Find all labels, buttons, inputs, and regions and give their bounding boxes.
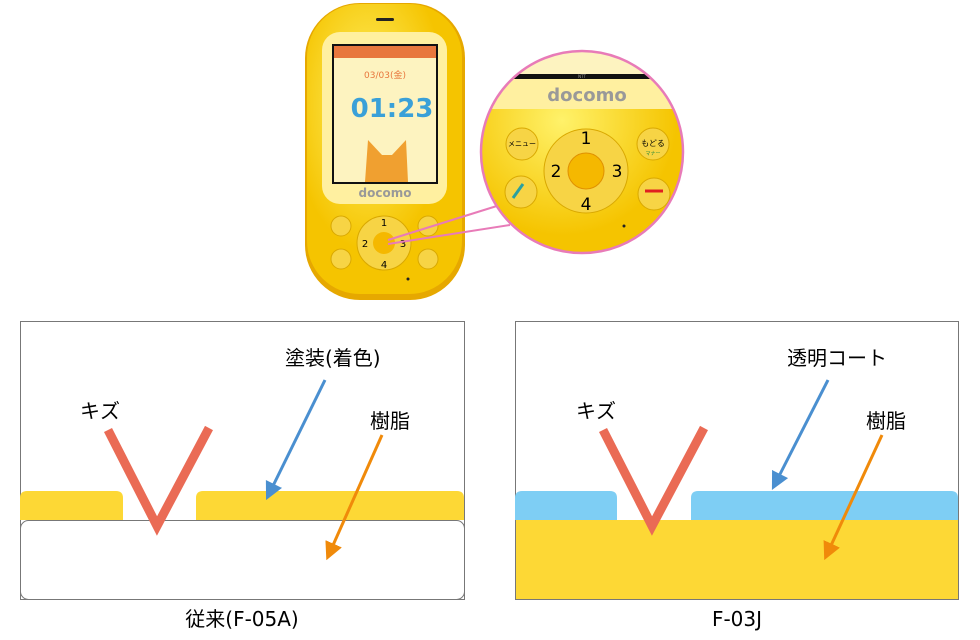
phone-keys-k1: 1 xyxy=(581,129,592,149)
callout-brand-logo: docomo xyxy=(547,85,626,106)
screen-time: 01:23 xyxy=(351,94,434,124)
phone-keys-manner: マナー xyxy=(645,151,660,157)
phone-keys-k2: 2 xyxy=(551,162,562,182)
scratch-label: キズ xyxy=(80,399,120,423)
coat-arrow xyxy=(771,379,830,491)
back-key: もどる xyxy=(641,139,665,148)
phone-keys-k3: 3 xyxy=(612,162,623,182)
phone-keys-k2: 2 xyxy=(362,239,368,250)
scratch-mark xyxy=(103,425,213,536)
menu-key: メニュー xyxy=(508,140,536,148)
scratch-label: キズ xyxy=(576,399,616,423)
phone-brand-logo: docomo xyxy=(359,186,412,200)
conventional-panel: 塗装(着色) キズ 樹脂 xyxy=(20,321,465,600)
caption-conventional: 従来(F-05A) xyxy=(185,607,298,631)
call-key xyxy=(504,175,538,209)
caption-f03j: F-03J xyxy=(712,607,762,631)
resin-label: 樹脂 xyxy=(866,409,906,433)
phone-keys-k4: 4 xyxy=(381,260,387,271)
resin-arrow xyxy=(325,434,384,561)
resin-arrow xyxy=(823,434,884,561)
phone-keys-k3: 3 xyxy=(400,239,406,250)
phone-brand_small: NTT xyxy=(578,74,586,79)
resin-layer xyxy=(516,520,958,599)
coat-label: 透明コート xyxy=(787,346,887,370)
phone-keys-k4: 4 xyxy=(581,195,592,215)
resin-layer xyxy=(20,520,465,600)
coat-label: 塗装(着色) xyxy=(285,346,381,370)
scratch-mark xyxy=(598,425,708,536)
f03j-panel: 透明コート キズ 樹脂 xyxy=(515,321,959,600)
phone-keys-k1: 1 xyxy=(381,218,387,229)
end-key xyxy=(637,177,671,211)
coat-arrow xyxy=(265,379,327,501)
phone-illustration: 03/03(金) 01:23 docomo 1 2 3 4 xyxy=(305,3,465,300)
screen-date: 03/03(金) xyxy=(364,69,406,81)
fox-icon xyxy=(365,140,408,182)
resin-label: 樹脂 xyxy=(370,409,410,433)
key-zoom-callout: NTT docomo 1 2 3 4 メニュー もどる マナー xyxy=(479,49,685,255)
